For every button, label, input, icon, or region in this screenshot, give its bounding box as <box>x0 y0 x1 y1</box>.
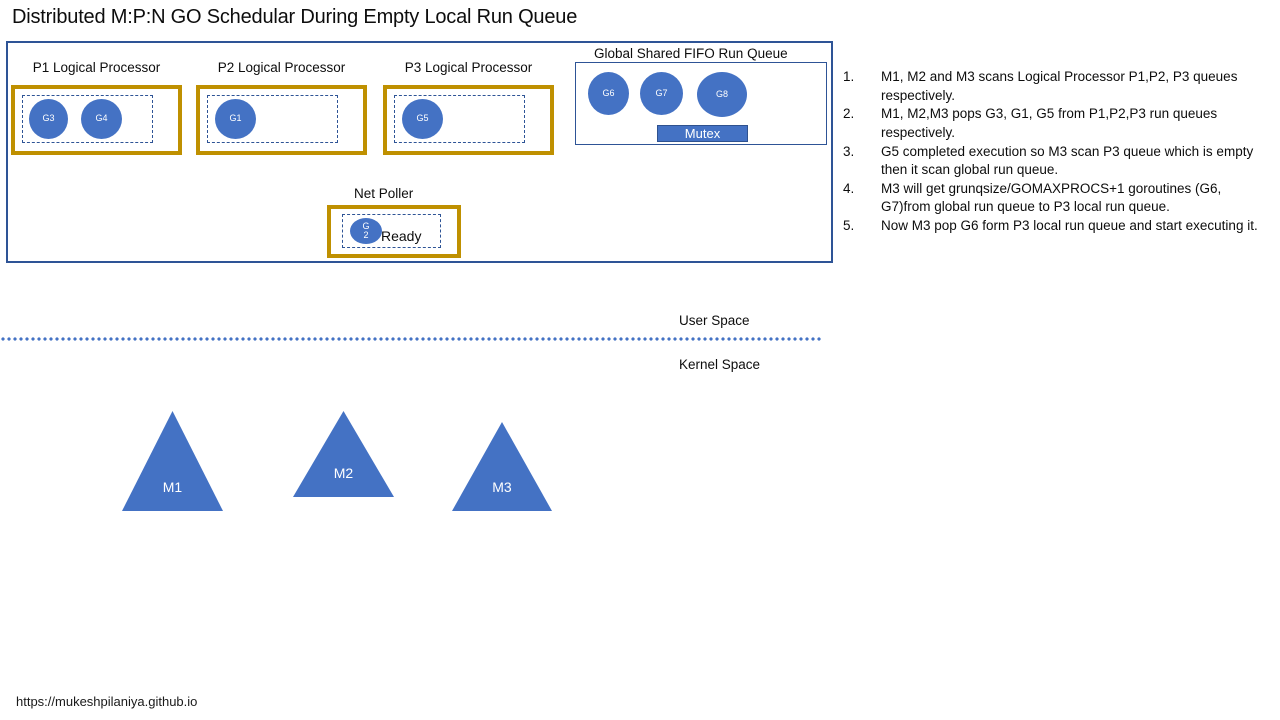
local-run-queue-p1 <box>22 95 153 143</box>
note-number: 5. <box>843 218 855 233</box>
note-number: 3. <box>843 143 855 159</box>
note-number: 4. <box>843 180 855 196</box>
note-number: 1. <box>843 69 855 84</box>
notes-list: 1. M1, M2 and M3 scans Logical Processor… <box>843 68 1263 236</box>
goroutine-g2: G 2 <box>350 218 382 244</box>
machine-label-m3: M3 <box>492 479 512 495</box>
net-poller-label: Net Poller <box>354 186 414 201</box>
note-text: M1, M2 and M3 scans Logical Processor P1… <box>881 69 1238 103</box>
goroutine-g3: G3 <box>29 99 68 139</box>
kernel-space-label: Kernel Space <box>679 357 761 372</box>
goroutine-g7: G7 <box>640 72 683 115</box>
goroutine-g1: G1 <box>215 99 256 139</box>
processor-label-p2: P2 Logical Processor <box>217 60 346 75</box>
note-item: 1. M1, M2 and M3 scans Logical Processor… <box>843 68 1263 105</box>
footer-url: https://mukeshpilaniya.github.io <box>16 694 198 709</box>
local-run-queue-p3 <box>394 95 525 143</box>
note-text: M1, M2,M3 pops G3, G1, G5 from P1,P2,P3 … <box>881 106 1218 140</box>
goroutine-g8: G8 <box>697 72 747 117</box>
user-kernel-divider <box>0 337 822 341</box>
machine-label-m2: M2 <box>333 465 354 481</box>
note-text: Now M3 pop G6 form P3 local run queue an… <box>881 218 1258 233</box>
goroutine-g6: G6 <box>588 72 629 115</box>
goroutine-g4: G4 <box>81 99 122 139</box>
processor-label-p3: P3 Logical Processor <box>404 60 533 75</box>
processor-box-p2 <box>196 85 367 155</box>
net-poller-queue <box>342 214 441 248</box>
note-number: 2. <box>843 106 855 122</box>
goroutine-g2-line1: G <box>362 220 370 231</box>
machine-thread-m2: M2 <box>293 411 394 497</box>
note-item: 5. Now M3 pop G6 form P3 local run queue… <box>843 217 1263 236</box>
user-space-label: User Space <box>679 313 750 328</box>
processor-label-p1: P1 Logical Processor <box>32 60 161 75</box>
net-poller-status: Ready <box>381 228 422 244</box>
triangle-icon <box>452 422 552 511</box>
page-title: Distributed M:P:N GO Schedular During Em… <box>12 6 578 28</box>
machine-label-m1: M1 <box>162 479 183 495</box>
note-item: 3. G5 completed execution so M3 scan P3 … <box>843 143 1263 180</box>
goroutine-g2-line2: 2 <box>363 230 369 240</box>
note-item: 2. M1, M2,M3 pops G3, G1, G5 from P1,P2,… <box>843 105 1263 142</box>
note-item: 4. M3 will get grunqsize/GOMAXPROCS+1 go… <box>843 180 1263 217</box>
global-run-queue-label: Global Shared FIFO Run Queue <box>594 46 788 61</box>
machine-thread-m1: M1 <box>122 411 223 511</box>
note-text: G5 completed execution so M3 scan P3 que… <box>881 143 1254 178</box>
triangle-icon <box>293 411 394 497</box>
note-text: M3 will get grunqsize/GOMAXPROCS+1 gorou… <box>881 180 1222 215</box>
net-poller-box <box>327 205 461 258</box>
local-run-queue-p2 <box>207 95 338 143</box>
goroutine-g5: G5 <box>402 99 443 139</box>
machine-thread-m3: M3 <box>452 422 552 511</box>
mutex-bar: Mutex <box>657 125 748 142</box>
triangle-icon <box>122 411 223 511</box>
